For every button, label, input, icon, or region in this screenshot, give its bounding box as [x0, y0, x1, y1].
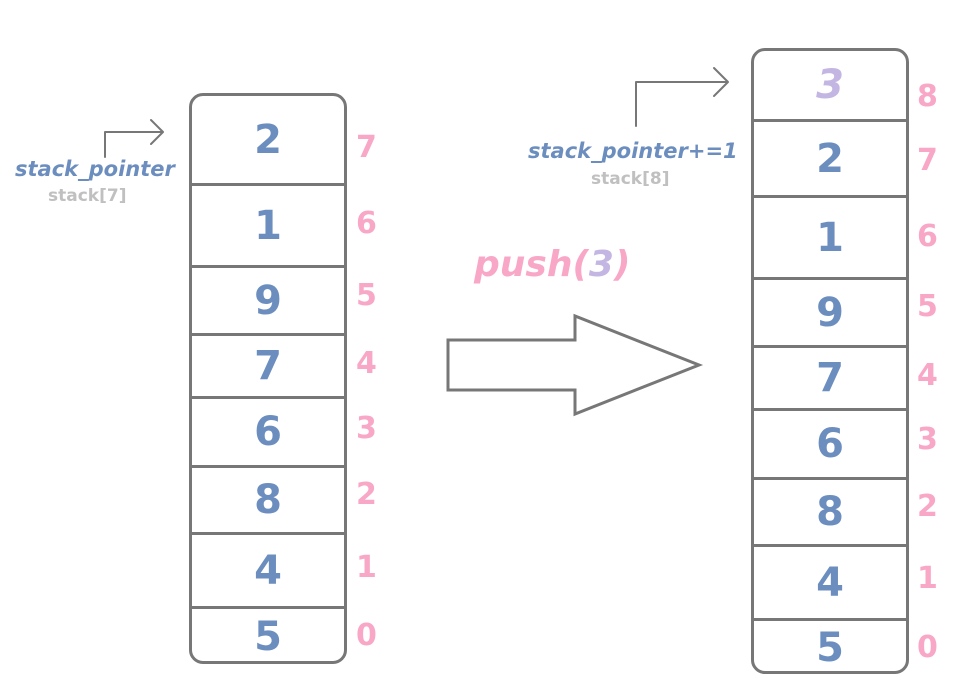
stack-after-index-2: 2 — [917, 489, 938, 524]
push-operation-argument: 3 — [588, 244, 614, 285]
stack-pointer-label-before: stack_pointer — [15, 157, 175, 181]
stack-after-cell-2: 8 — [754, 477, 906, 544]
stack-before-index-6: 6 — [356, 206, 377, 241]
stack-after-cell-8: 3 — [816, 62, 844, 108]
pointer-arrow-after — [635, 67, 729, 127]
stack-pointer-sub-after: stack[8] — [591, 169, 670, 189]
push-operation-name: push( — [474, 244, 589, 285]
stack-after: 3 2 1 9 7 6 8 4 5 — [751, 48, 909, 674]
stack-after-index-5: 5 — [917, 289, 938, 324]
stack-before-cell-7: 2 — [254, 116, 282, 163]
stack-before-index-2: 2 — [356, 477, 377, 512]
stack-after-index-6: 6 — [917, 219, 938, 254]
stack-pointer-label-after: stack_pointer+=1 — [528, 139, 738, 163]
stack-before-index-4: 4 — [356, 346, 377, 381]
stack-before-cell-1: 4 — [192, 532, 344, 606]
stack-before-index-0: 0 — [356, 618, 377, 653]
stack-after-index-1: 1 — [917, 561, 938, 596]
stack-before-cell-3: 6 — [192, 396, 344, 465]
push-operation-label: push(3) — [474, 244, 630, 285]
transition-arrow-icon — [446, 313, 704, 417]
stack-after-index-7: 7 — [917, 143, 938, 178]
stack-before-cell-2: 8 — [192, 465, 344, 532]
stack-before-cell-4: 7 — [192, 333, 344, 396]
stack-before-index-5: 5 — [356, 278, 377, 313]
stack-after-cell-7: 2 — [754, 119, 906, 195]
stack-after-index-4: 4 — [917, 358, 938, 393]
stack-after-cell-3: 6 — [754, 408, 906, 477]
stack-before-index-1: 1 — [356, 550, 377, 585]
stack-after-cell-0: 5 — [754, 618, 906, 671]
pointer-arrow-before — [104, 119, 164, 158]
stack-after-index-8: 8 — [917, 79, 938, 114]
stack-pointer-sub-before: stack[7] — [48, 186, 127, 206]
stack-before-cell-5: 9 — [192, 265, 344, 333]
stack-before-cell-6: 1 — [192, 183, 344, 265]
stack-after-cell-5: 9 — [754, 277, 906, 345]
push-operation-close: ) — [613, 244, 631, 285]
stack-before: 2 1 9 7 6 8 4 5 — [189, 93, 347, 664]
stack-after-cell-6: 1 — [754, 195, 906, 277]
stack-after-cell-4: 7 — [754, 345, 906, 408]
stack-before-cell-0: 5 — [192, 606, 344, 661]
stack-before-index-7: 7 — [356, 130, 377, 165]
stack-before-index-3: 3 — [356, 411, 377, 446]
stack-after-index-3: 3 — [917, 422, 938, 457]
stack-after-index-0: 0 — [917, 630, 938, 665]
stack-after-cell-1: 4 — [754, 544, 906, 618]
